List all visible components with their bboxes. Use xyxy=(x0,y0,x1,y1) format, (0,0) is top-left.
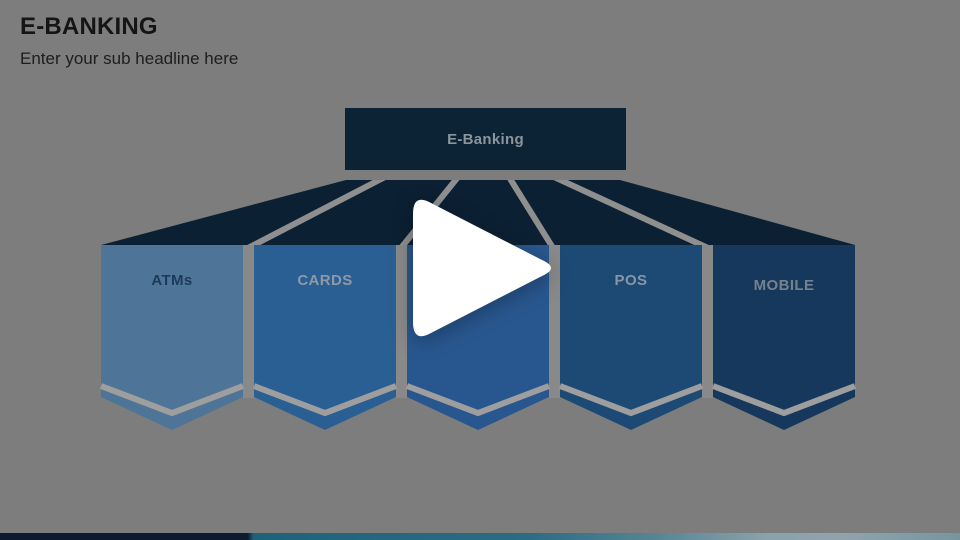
chevron-stripes xyxy=(99,383,857,417)
slide-accent-bar xyxy=(0,533,960,540)
banner-label-mobile: MOBILE xyxy=(754,277,815,294)
banner-label-pos: POS xyxy=(615,272,648,289)
banner-face-mobile xyxy=(713,245,855,430)
banner-face-cards xyxy=(254,245,396,430)
ebanking-root-label: E-Banking xyxy=(447,130,524,148)
banner-face-pos xyxy=(560,245,702,430)
play-button[interactable] xyxy=(413,199,551,337)
banner-label-cards: CARDS xyxy=(297,272,352,289)
banner-label-atms: ATMs xyxy=(151,272,192,289)
face-gap-bands xyxy=(243,245,713,398)
ebanking-root-node: E-Banking xyxy=(345,108,626,170)
slide-title: E-BANKING xyxy=(20,13,158,40)
banner-face-atms xyxy=(101,245,243,430)
slide-subtitle: Enter your sub headline here xyxy=(20,49,239,68)
